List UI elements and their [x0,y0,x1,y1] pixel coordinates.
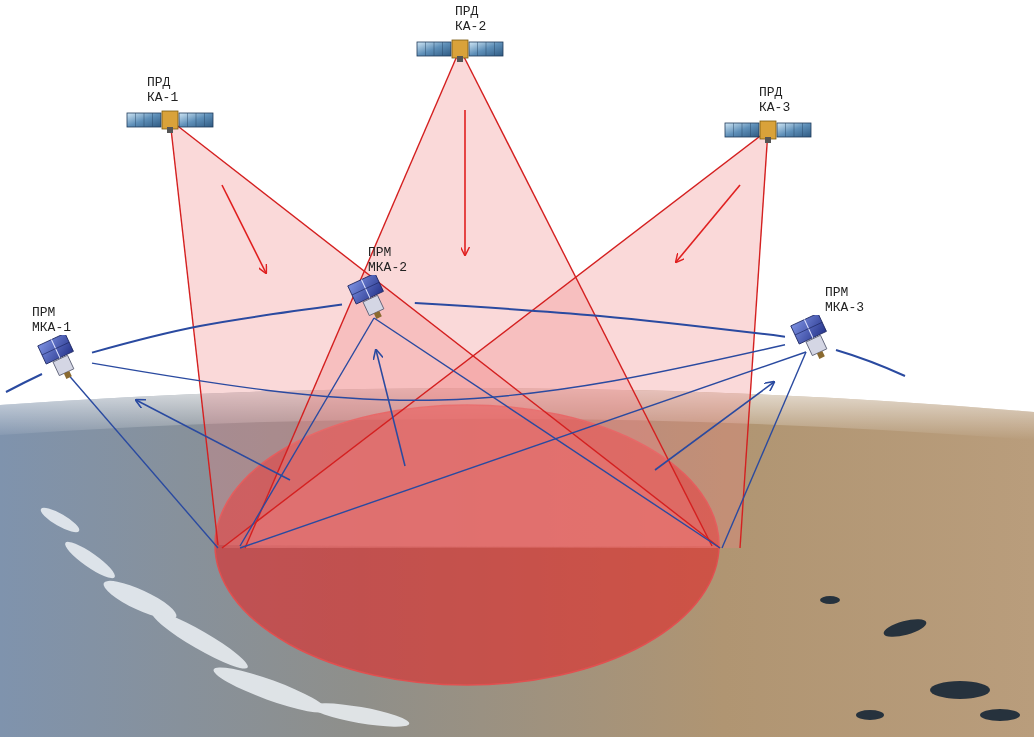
transmit-beams [170,49,768,548]
microsatellite-figure [791,315,836,364]
solar-panel [127,113,161,127]
solar-panel [469,42,503,56]
satellite-body [162,111,178,129]
solar-panel [725,123,759,137]
antenna [457,56,463,62]
orbit-link [415,303,785,337]
reception-arrows [136,350,774,480]
satellite-icon [32,335,92,385]
solar-panel [777,123,811,137]
antenna [167,127,173,133]
satellite-body [452,40,468,58]
reception-lines [66,318,806,548]
microsatellite-figure [348,275,393,324]
transmitter-satellite: ПРД КА-3 [723,85,813,145]
lakes [820,596,1020,721]
solar-panel [179,113,213,127]
satellite-label: ПРМ МКА-2 [368,245,415,275]
satellite-body [760,121,776,139]
satellite-label: ПРМ МКА-3 [825,285,872,315]
receiver-microsatellite: ПРМ МКА-3 [785,285,872,365]
microsatellite-figure [38,335,83,384]
transmit-arrows [222,110,740,273]
satellite-label: ПРД КА-2 [455,4,502,34]
satellite-icon [723,115,813,145]
transmitter-satellite: ПРД КА-2 [415,4,505,64]
satellite-icon [342,275,402,325]
receiver-microsatellite: ПРМ МКА-1 [32,305,92,385]
satellite-icon [785,315,845,365]
antenna [765,137,771,143]
satellite-icon [125,105,215,135]
orbit-link [92,305,342,353]
orbit-link [92,345,785,401]
solar-panel [417,42,451,56]
receiver-microsatellite: ПРМ МКА-2 [342,245,415,325]
satellite-icon [415,34,505,64]
transmitter-satellite: ПРД КА-1 [125,75,215,135]
satellite-label: ПРД КА-1 [147,75,194,105]
satellite-label: ПРД КА-3 [759,85,806,115]
satellite-label: ПРМ МКА-1 [32,305,79,335]
